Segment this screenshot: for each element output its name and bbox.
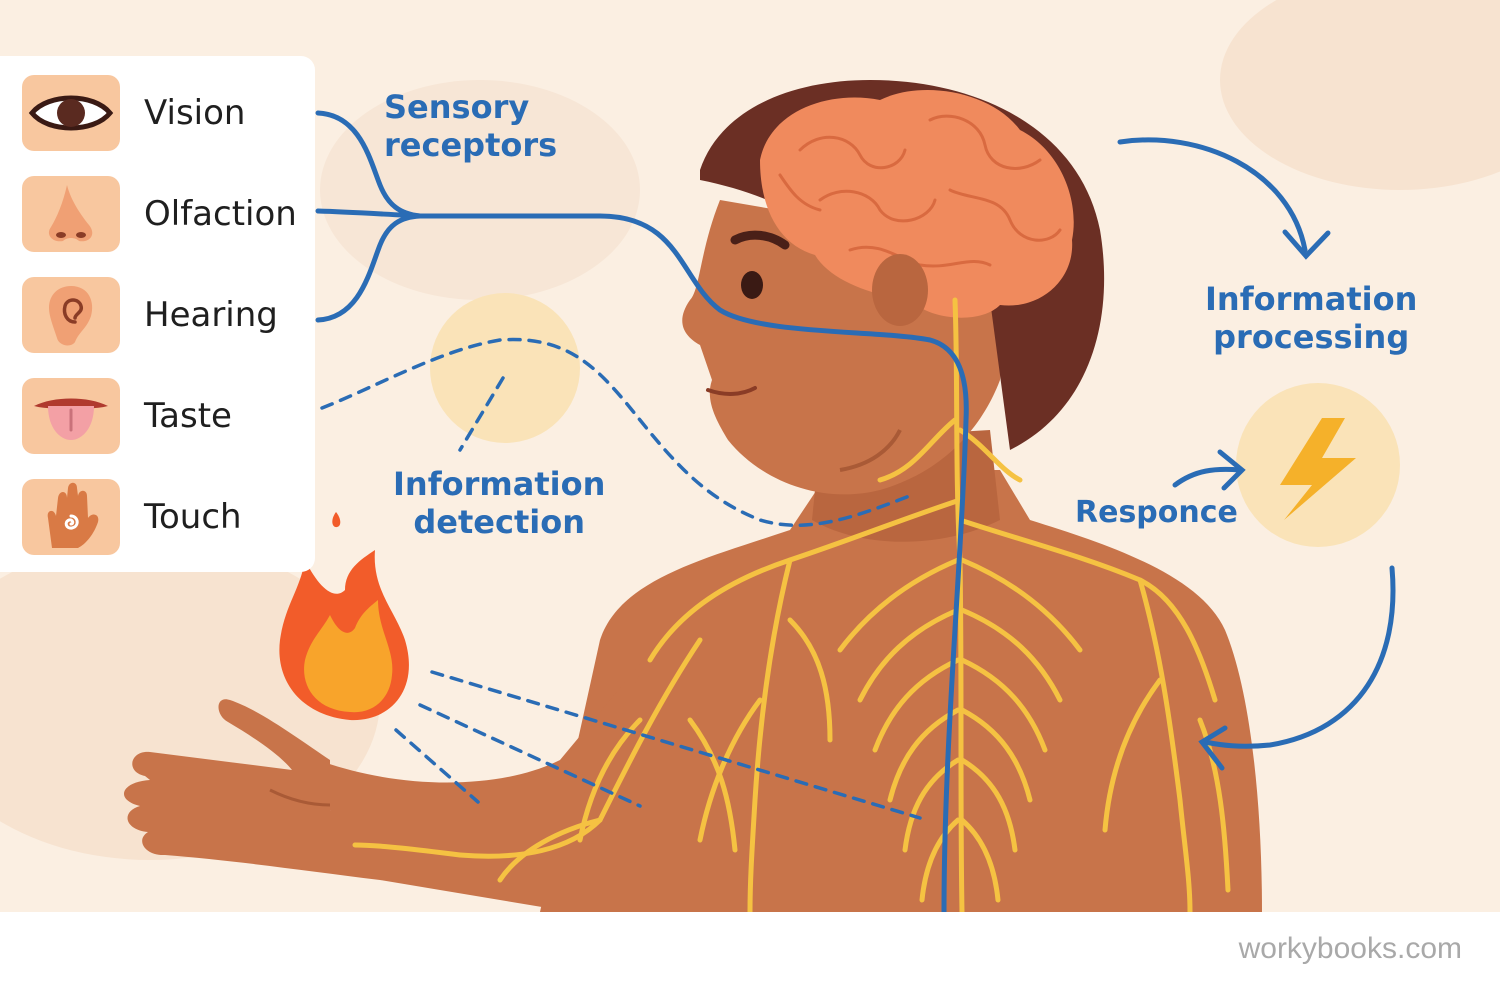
- sense-label: Touch: [144, 497, 242, 537]
- footer-brand: workybooks.com: [1238, 932, 1462, 965]
- information-processing-label: Information processing: [1205, 280, 1417, 356]
- nose-icon: [22, 176, 120, 252]
- senses-panel: Vision Olfaction Hearing: [0, 56, 315, 572]
- spark: [332, 512, 341, 528]
- sense-item-olfaction: Olfaction: [22, 176, 312, 252]
- arm: [318, 640, 660, 847]
- hand: [123, 699, 561, 910]
- lightning-icon: [1280, 418, 1356, 520]
- torso: [540, 470, 1262, 912]
- sensory-pathway: [315, 110, 969, 912]
- nerve-network: [352, 297, 1231, 912]
- eye: [741, 271, 763, 299]
- background-blob: [1220, 0, 1500, 190]
- label-line: detection: [413, 503, 585, 541]
- sense-item-taste: Taste: [22, 378, 312, 454]
- nervous-system-illustration: Vision Olfaction Hearing: [0, 0, 1500, 912]
- label-line: Information: [1205, 280, 1418, 318]
- fire-inner: [304, 600, 393, 713]
- illustration-art: [0, 0, 1500, 912]
- sense-item-hearing: Hearing: [22, 277, 312, 353]
- tongue-icon: [22, 378, 120, 454]
- label-line: processing: [1213, 318, 1410, 356]
- eye-icon: [22, 75, 120, 151]
- sense-item-touch: Touch: [22, 479, 312, 555]
- return-arrow: [1198, 565, 1396, 771]
- processing-arrow: [1117, 137, 1331, 260]
- ear: [872, 254, 928, 326]
- eyebrow: [730, 230, 790, 250]
- footer: workybooks.com: [0, 912, 1500, 1000]
- response-arrow: [1172, 449, 1246, 491]
- sensory-receptors-label: Sensory receptors: [384, 88, 557, 164]
- response-label: Responce: [1075, 495, 1238, 530]
- label-line: Information: [393, 465, 606, 503]
- brain: [760, 90, 1074, 318]
- hand-icon: [22, 479, 120, 555]
- detection-paths: [320, 337, 922, 820]
- ear-icon: [22, 277, 120, 353]
- sense-label: Olfaction: [144, 194, 297, 234]
- label-line: receptors: [384, 126, 558, 164]
- sense-label: Taste: [144, 396, 232, 436]
- detection-glow: [430, 293, 580, 443]
- information-detection-label: Information detection: [393, 465, 605, 541]
- sense-item-vision: Vision: [22, 75, 312, 151]
- sense-label: Hearing: [144, 295, 278, 335]
- chin-line: [839, 429, 902, 472]
- background-blob: [320, 80, 640, 300]
- sense-label: Vision: [144, 93, 246, 133]
- label-line: Sensory: [384, 88, 530, 126]
- hand-crease: [269, 788, 331, 807]
- mouth: [706, 386, 757, 396]
